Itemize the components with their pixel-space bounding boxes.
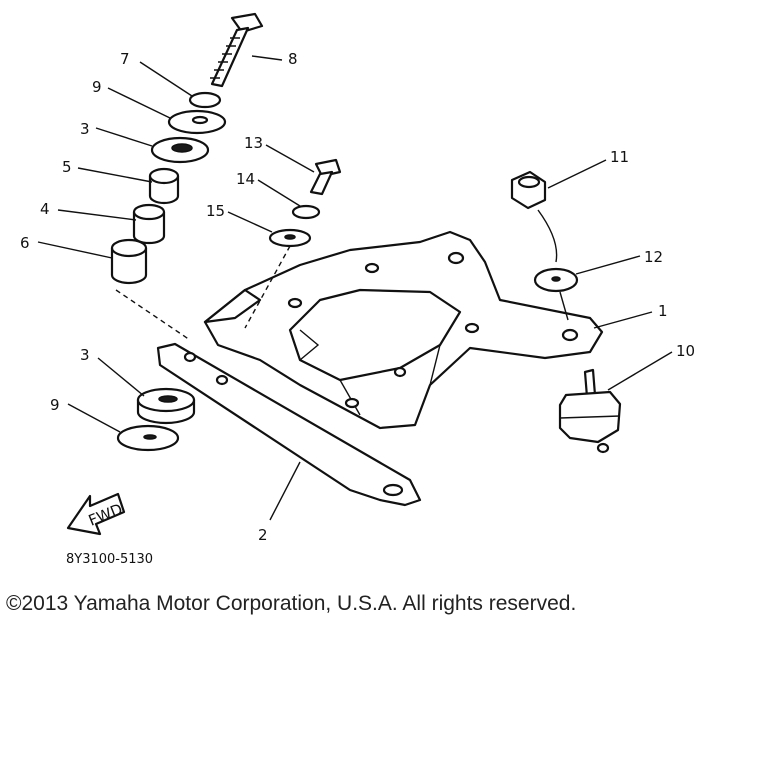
callout-9-lower: 9 (50, 396, 60, 414)
lock-washer (291, 204, 321, 220)
assembly-line-center (244, 245, 291, 329)
washer-lower (116, 424, 180, 452)
fwd-arrow-icon: FWD (66, 492, 126, 536)
callout-1: 1 (658, 302, 668, 320)
callout-14: 14 (236, 170, 255, 188)
callout-2: 2 (258, 526, 268, 544)
assembly-line-right (537, 209, 558, 263)
callout-12: 12 (644, 248, 663, 266)
collar-6 (110, 238, 148, 285)
washer-small (188, 91, 222, 109)
callout-10: 10 (676, 342, 695, 360)
assembly-line-right-lower (559, 291, 569, 321)
lower-mount-bar (156, 342, 422, 507)
callout-7: 8 (288, 50, 298, 68)
damper-lower (136, 387, 196, 425)
damper-upper (150, 136, 210, 164)
nut (510, 170, 547, 210)
engine-mount-bracket (203, 230, 604, 430)
callout-11: 11 (610, 148, 629, 166)
bolt-short (309, 158, 342, 196)
bolt-long (210, 12, 264, 88)
assembly-line-left (115, 289, 191, 341)
callout-15: 15 (206, 202, 225, 220)
callout-5: 5 (62, 158, 72, 176)
callout-3-lower: 3 (80, 346, 90, 364)
washer-15 (268, 228, 312, 248)
callout-9-upper: 9 (92, 78, 102, 96)
callout-3-upper: 3 (80, 120, 90, 138)
washer-flat (167, 109, 227, 135)
rubber-mount (558, 368, 622, 454)
leader-lines (37, 55, 673, 521)
copyright-notice: ©2013 Yamaha Motor Corporation, U.S.A. A… (6, 592, 577, 615)
washer-12 (533, 267, 579, 293)
collar-5 (148, 167, 180, 205)
callout-numbers: 7 9 3 5 4 6 8 13 14 15 11 12 1 10 3 9 2 (20, 50, 695, 544)
callout-13: 13 (244, 134, 263, 152)
parts-diagram: FWD 7 9 3 5 4 6 8 13 14 15 11 12 1 10 3 … (20, 12, 695, 544)
callout-4: 4 (40, 200, 50, 218)
callout-8: 7 (120, 50, 130, 68)
collar-4 (132, 203, 166, 245)
callout-6: 6 (20, 234, 30, 252)
drawing-code: 8Y3100-5130 (66, 552, 154, 567)
